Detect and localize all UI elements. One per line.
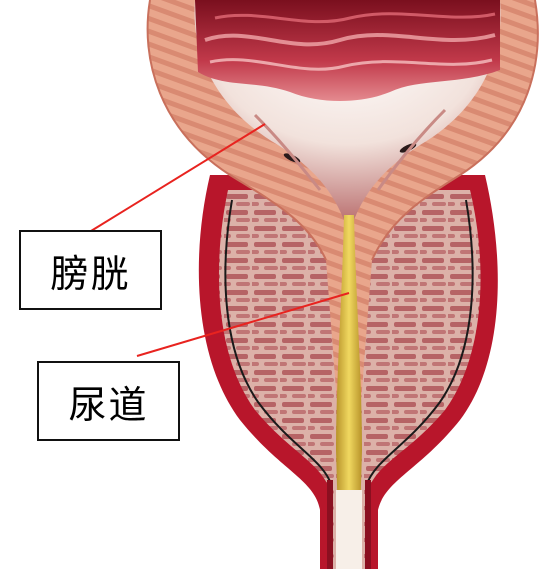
urethra-outlet <box>336 490 362 569</box>
bladder-label-text: 膀胱 <box>50 243 130 298</box>
bladder-label: 膀胱 <box>19 230 162 310</box>
urethra-label: 尿道 <box>37 361 180 441</box>
urethra-label-text: 尿道 <box>68 374 148 429</box>
